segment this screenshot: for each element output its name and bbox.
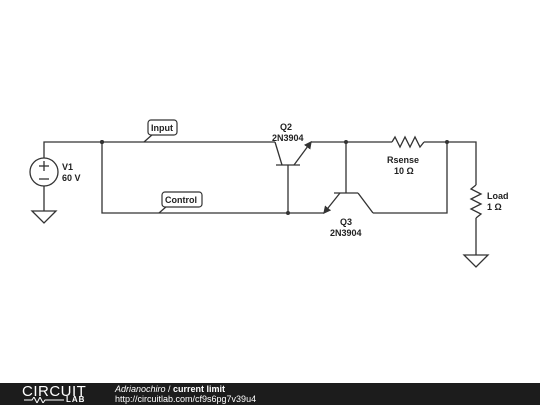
author-name[interactable]: Adrianochiro	[115, 384, 166, 394]
logo-wire-icon	[24, 397, 64, 403]
circuit-title: current limit	[173, 384, 226, 394]
input-tag-label: Input	[151, 123, 173, 133]
title-separator: /	[165, 384, 174, 394]
resistor-load[interactable]: Load 1 Ω	[469, 184, 509, 219]
logo-text-top: CIRCUIT	[22, 383, 87, 400]
footer-bar: CIRCUIT LAB Adrianochiro / current limit…	[0, 383, 540, 405]
junctions	[100, 140, 449, 215]
wires	[43, 141, 477, 255]
footer-credit: Adrianochiro / current limit	[115, 384, 225, 394]
rsense-value: 10 Ω	[394, 166, 414, 176]
rsense-name: Rsense	[387, 155, 419, 165]
junction-dot	[286, 211, 290, 215]
circuit-schematic: V1 60 V Input Control Q2 2N3904 Q3 2N390…	[29, 119, 509, 268]
junction-dot	[445, 140, 449, 144]
transistor-q2[interactable]: Q2 2N3904	[272, 122, 312, 166]
q2-part: 2N3904	[272, 133, 304, 143]
junction-dot	[344, 140, 348, 144]
circuit-url-link[interactable]: http://circuitlab.com/cf9s6pg7v39u4	[115, 394, 257, 404]
transistor-q3[interactable]: Q3 2N3904	[323, 192, 374, 238]
q3-name: Q3	[340, 217, 352, 227]
v1-value: 60 V	[62, 173, 81, 183]
load-name: Load	[487, 191, 509, 201]
net-tag-control[interactable]: Control	[158, 191, 203, 214]
circuitlab-logo[interactable]: CIRCUIT LAB	[22, 383, 92, 404]
control-tag-label: Control	[165, 195, 197, 205]
q3-part: 2N3904	[330, 228, 362, 238]
load-value: 1 Ω	[487, 202, 502, 212]
v1-name: V1	[62, 162, 73, 172]
ground-symbol-right	[462, 254, 490, 268]
resistor-rsense[interactable]: Rsense 10 Ω	[387, 135, 425, 176]
ground-symbol-left	[30, 210, 58, 224]
logo-text-bottom: LAB	[66, 395, 86, 404]
q2-name: Q2	[280, 122, 292, 132]
net-tag-input[interactable]: Input	[143, 119, 178, 143]
voltage-source-v1[interactable]: V1 60 V	[29, 157, 81, 187]
